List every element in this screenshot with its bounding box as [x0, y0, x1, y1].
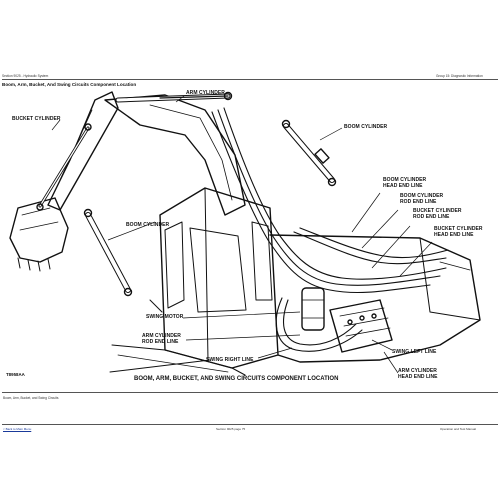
bucket — [9, 197, 69, 263]
label-bucket-cylinder: BUCKET CYLINDER — [12, 116, 61, 122]
header-rule — [2, 79, 498, 80]
figure-caption-small: Boom, Arm, Bucket, and Swing Circuits — [3, 396, 59, 400]
label-arm-cyl-rod-end-text: ARM CYLINDER ROD END LINE — [142, 333, 181, 345]
figure-id: T8958AA — [6, 372, 25, 377]
back-to-main-menu-link[interactable]: < Back to Main Menu — [3, 427, 32, 431]
label-boom-cyl-rod-end: BOOM CYLINDER ROD END LINE — [400, 193, 443, 205]
label-boom-cyl-head-end: BOOM CYLINDER HEAD END LINE — [383, 177, 426, 189]
boom-arm — [104, 94, 246, 216]
page-title: Boom, Arm, Bucket, And Swing Circuits Co… — [2, 82, 137, 87]
label-boom-cylinder-right: BOOM CYLINDER — [344, 124, 388, 130]
footer-page-number: Section 9025 page 75 — [216, 427, 246, 431]
figure-caption-title: BOOM, ARM, BUCKET, AND SWING CIRCUITS CO… — [134, 376, 339, 382]
leader-lines — [51, 95, 433, 374]
label-bucket-cyl-rod-end: BUCKET CYLINDER ROD END LINE — [413, 208, 462, 220]
footer-rule — [2, 424, 498, 425]
label-swing-motor: SWING MOTOR — [146, 314, 184, 320]
label-boom-cyl-rod-end-text: BOOM CYLINDER ROD END LINE — [400, 193, 444, 205]
label-swing-right-line: SWING RIGHT LINE — [206, 357, 254, 363]
label-boom-cyl-head-end-text: BOOM CYLINDER HEAD END LINE — [383, 177, 427, 189]
swing-motor — [301, 287, 325, 331]
header-left: Section 9025 - Hydraulic System — [2, 74, 49, 78]
label-arm-cylinder-top: ARM CYLINDER — [186, 90, 225, 96]
label-arm-cyl-rod-end: ARM CYLINDER ROD END LINE — [142, 333, 181, 345]
label-arm-cyl-head-end: ARM CYLINDER HEAD END LINE — [398, 368, 438, 380]
label-swing-left-line: SWING LEFT LINE — [392, 349, 437, 355]
dipper-arm — [47, 91, 119, 211]
label-boom-cylinder-left: BOOM CYLINDER — [126, 222, 170, 228]
hydraulic-hoses — [211, 111, 431, 294]
label-bucket-cyl-head-end: BUCKET CYLINDER HEAD END LINE — [434, 226, 483, 238]
label-bucket-cyl-rod-end-text: BUCKET CYLINDER ROD END LINE — [413, 208, 462, 220]
label-arm-cyl-head-end-text: ARM CYLINDER HEAD END LINE — [398, 368, 438, 380]
footer-manual-title: Operation and Test Manual — [440, 427, 476, 431]
control-valve — [329, 299, 393, 353]
caption-rule — [2, 392, 498, 393]
header-right: Group 15: Diagnostic Information — [436, 74, 483, 78]
label-bucket-cyl-head-end-text: BUCKET CYLINDER HEAD END LINE — [434, 226, 483, 238]
